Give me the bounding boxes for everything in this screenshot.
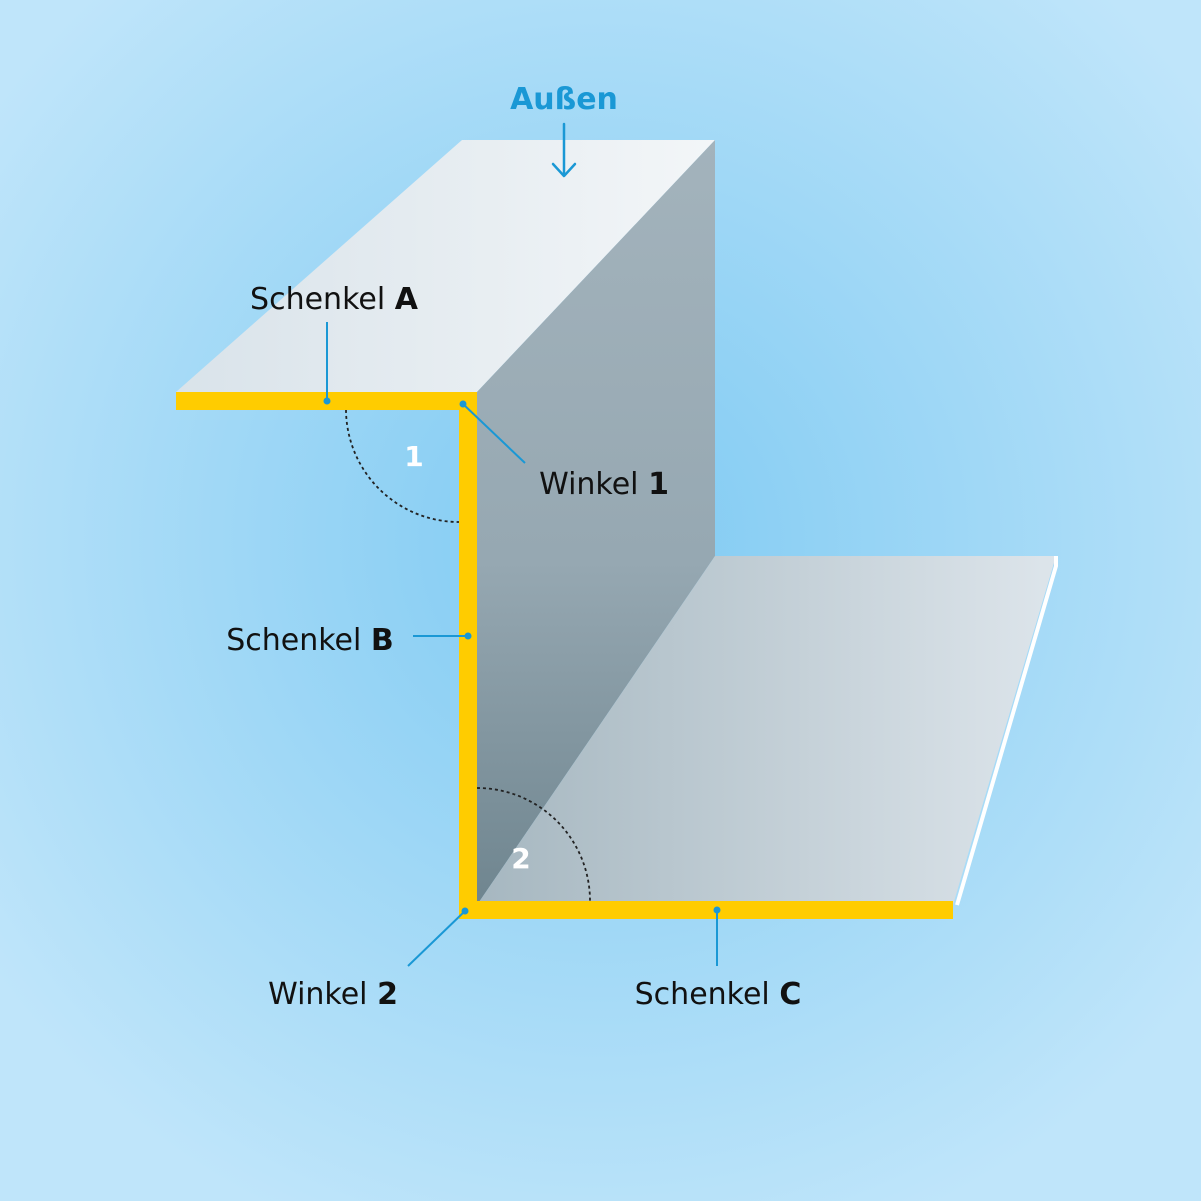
- leg-c-label: Schenkel C: [635, 977, 802, 1012]
- leg-b-label: Schenkel B: [226, 623, 394, 658]
- arrow-down-icon: [551, 122, 577, 178]
- leader-leg-c-dot: [713, 906, 721, 914]
- leader-angle-2: [407, 910, 466, 967]
- top-flange-face: [176, 140, 715, 392]
- angle-2-marker: 2: [511, 842, 530, 875]
- angle-1-label: Winkel 1: [539, 467, 669, 502]
- web-face: [477, 140, 715, 905]
- bottom-flange-face: [477, 556, 1056, 905]
- profile-cross-section: [176, 392, 953, 919]
- outside-label: Außen: [510, 82, 618, 117]
- leader-leg-a-dot: [323, 397, 331, 405]
- leader-angle-1-dot: [459, 400, 467, 408]
- leader-angle-1: [462, 403, 526, 464]
- bottom-flange-edge-highlight: [955, 556, 1058, 906]
- leader-lines: [323, 322, 721, 967]
- angle-1-arc: [345, 409, 460, 523]
- angle-2-label: Winkel 2: [268, 977, 398, 1012]
- leader-angle-2-dot: [461, 907, 469, 915]
- angle-1-marker: 1: [404, 440, 423, 473]
- leader-leg-b-dot: [464, 632, 472, 640]
- leg-b-edge: [459, 392, 477, 919]
- leg-a-label: Schenkel A: [250, 282, 419, 317]
- leg-c-edge: [459, 901, 953, 919]
